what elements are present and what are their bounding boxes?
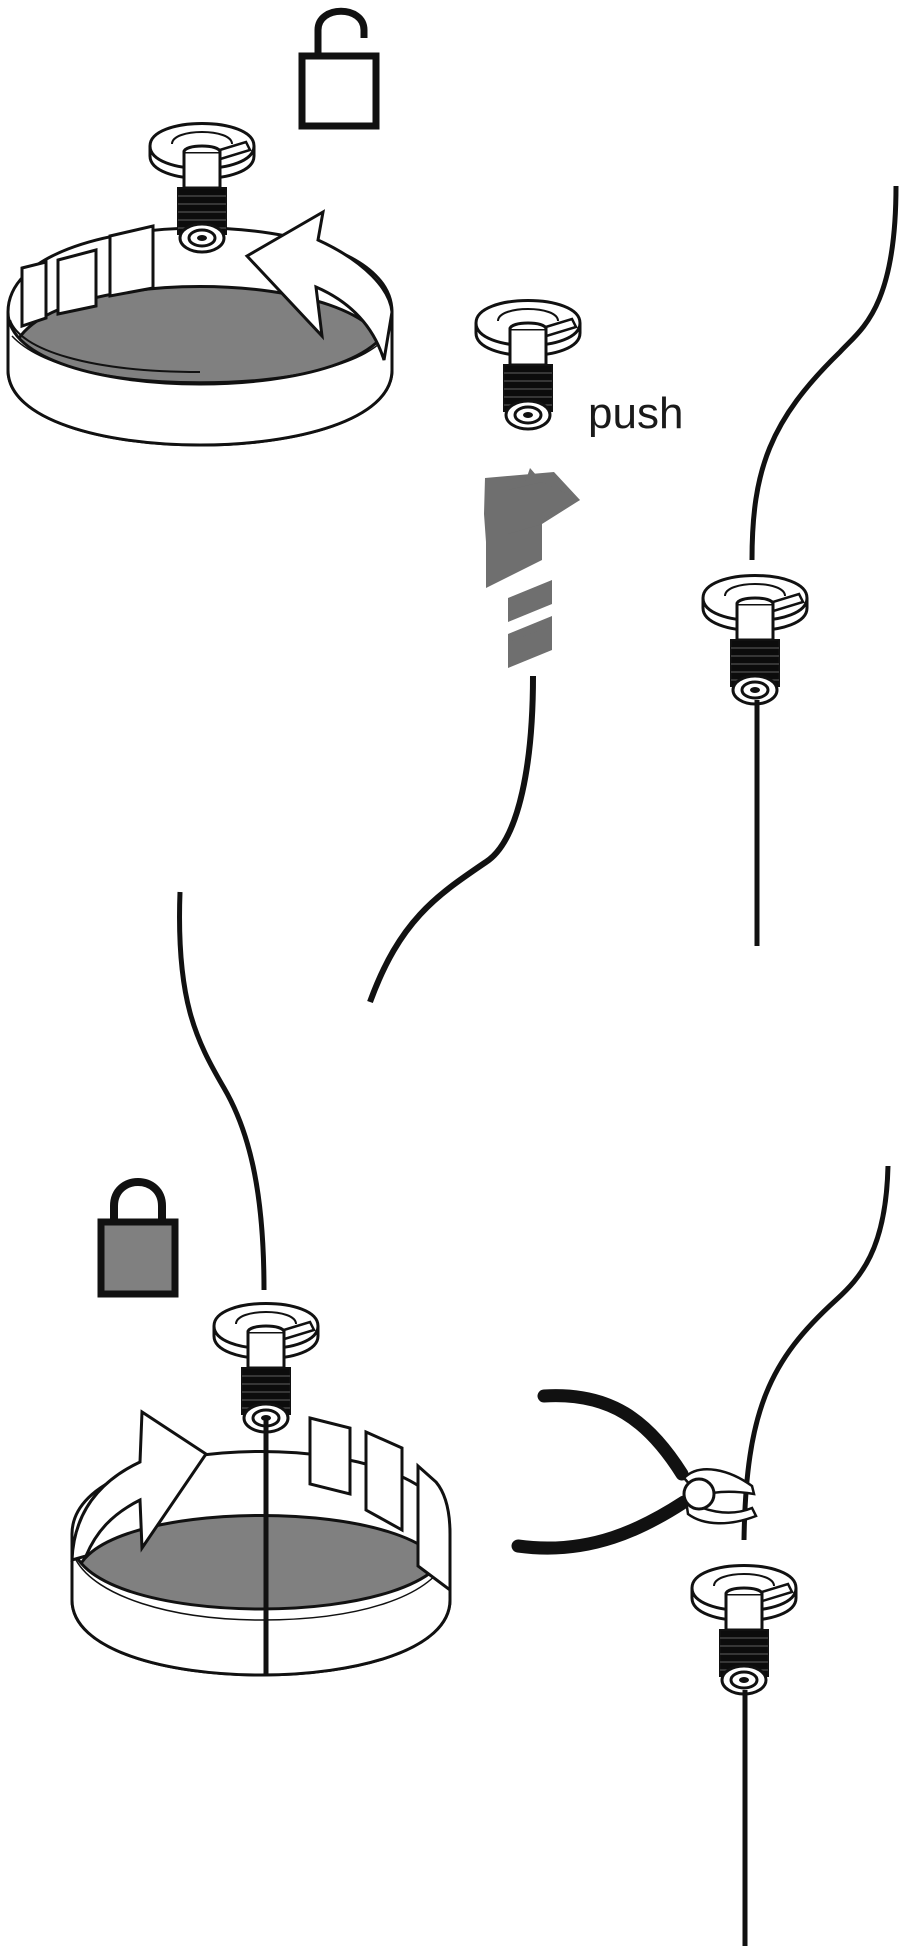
cutting-pliers-icon bbox=[511, 1389, 758, 1555]
rotate-counterclockwise-arrow bbox=[20, 209, 394, 361]
padlock-closed-icon bbox=[97, 1178, 179, 1298]
connector-fitting bbox=[474, 299, 582, 431]
cable bbox=[367, 675, 536, 1004]
rotate-clockwise-arrow bbox=[70, 1409, 452, 1593]
step-cut-cable bbox=[511, 1165, 891, 1946]
cable bbox=[177, 891, 267, 1291]
step-push: push bbox=[367, 299, 683, 1004]
step-unlock-rotate bbox=[6, 7, 394, 447]
step-cable-through bbox=[701, 185, 899, 946]
connector-fitting bbox=[701, 574, 809, 706]
step-lock-rotate bbox=[70, 891, 452, 1677]
connector-fitting bbox=[212, 1302, 320, 1434]
push-label: push bbox=[588, 389, 683, 438]
push-up-arrow bbox=[484, 468, 580, 668]
cable bbox=[749, 185, 899, 561]
cable bbox=[741, 1165, 891, 1541]
connector-fitting bbox=[690, 1564, 798, 1696]
padlock-open-icon bbox=[298, 7, 380, 130]
